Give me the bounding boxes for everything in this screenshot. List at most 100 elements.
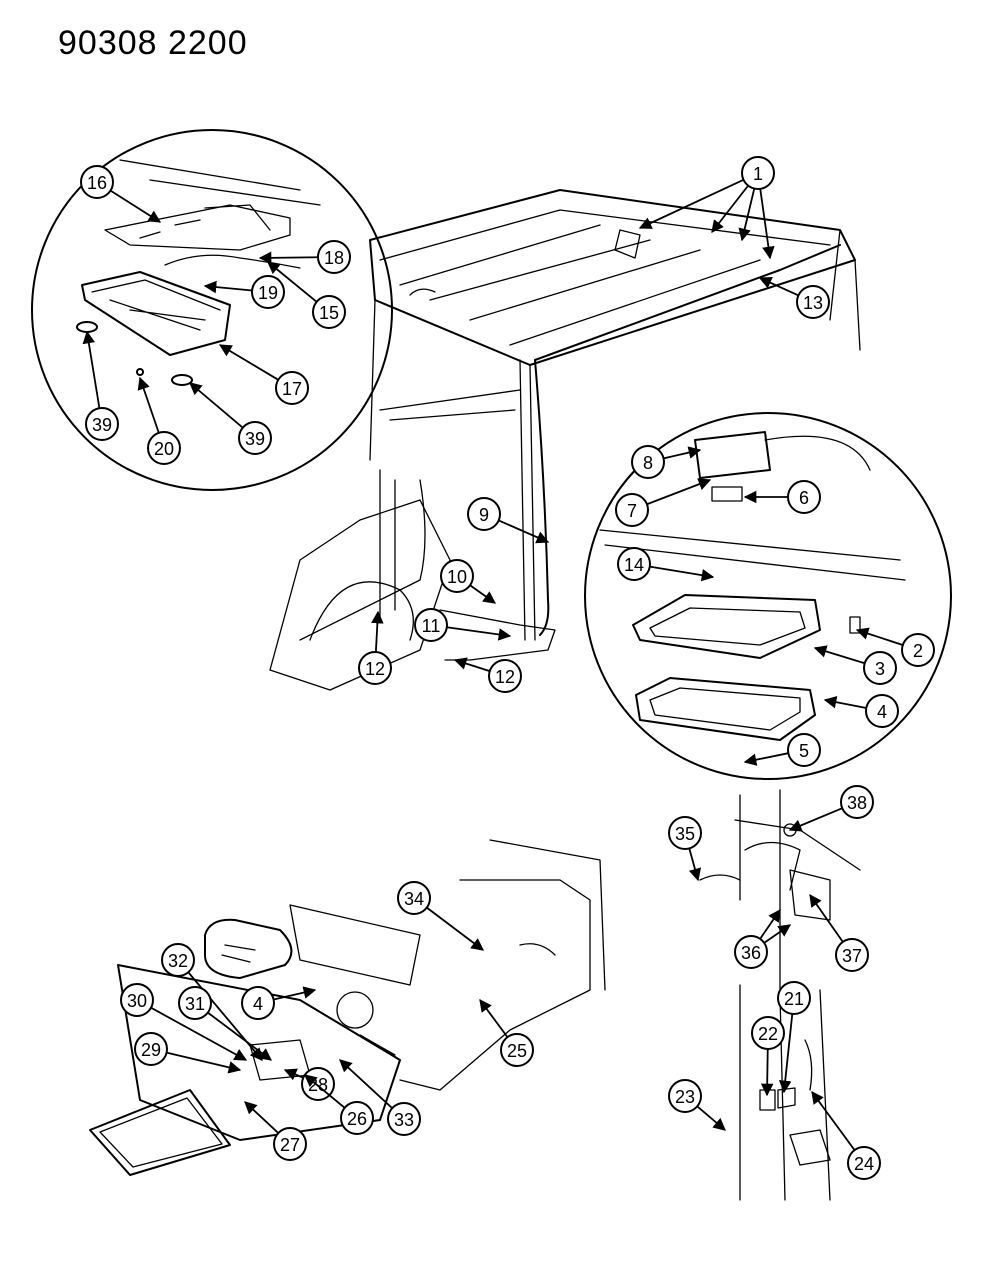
callout-bubble xyxy=(358,651,392,685)
callout-bubble xyxy=(85,407,119,441)
callout-39: 39 xyxy=(82,330,119,441)
callout-16: 16 xyxy=(80,165,162,223)
callout-bubble xyxy=(80,165,114,199)
callout-10: 10 xyxy=(440,559,497,604)
callout-23: 23 xyxy=(668,1079,726,1131)
callout-6: 6 xyxy=(743,480,821,514)
callout-leader xyxy=(187,971,263,1061)
callout-1: 1 xyxy=(638,156,775,260)
callout-number: 26 xyxy=(347,1109,367,1129)
callout-leader xyxy=(137,376,160,434)
callout-number: 35 xyxy=(675,824,695,844)
callout-number: 8 xyxy=(643,453,653,473)
callout-leader xyxy=(743,752,789,766)
callout-29: 29 xyxy=(134,1032,242,1074)
callout-bubble xyxy=(414,608,448,642)
callout-leader xyxy=(638,178,744,229)
callout-number: 2 xyxy=(913,641,923,661)
callout-number: 27 xyxy=(280,1135,300,1155)
callout-bubble xyxy=(312,295,346,329)
callout-number: 25 xyxy=(507,1041,527,1061)
callout-36: 36 xyxy=(734,908,792,969)
callout-leader xyxy=(446,626,512,641)
callout-20: 20 xyxy=(137,376,181,465)
callout-bubble xyxy=(238,421,272,455)
callout-number: 39 xyxy=(245,429,265,449)
callout-leader xyxy=(711,185,749,233)
cargo-lamp-detail xyxy=(584,412,952,780)
callout-bubble xyxy=(840,785,874,819)
callout-number: 33 xyxy=(394,1110,414,1130)
callout-number: 5 xyxy=(799,741,809,761)
callout-number: 17 xyxy=(282,379,302,399)
callout-number: 20 xyxy=(154,439,174,459)
callout-bubble xyxy=(275,371,309,405)
callout-leader xyxy=(207,1011,273,1061)
callout-12: 12 xyxy=(453,657,522,693)
callout-leader xyxy=(218,344,279,381)
callout-bubble xyxy=(777,981,811,1015)
callout-leader xyxy=(759,908,781,940)
callout-leader xyxy=(371,610,384,653)
callout-15: 15 xyxy=(267,261,346,329)
dome-lamp-detail xyxy=(31,129,393,491)
callout-26: 26 xyxy=(304,1074,374,1135)
callout-number: 3 xyxy=(875,659,885,679)
callout-number: 29 xyxy=(141,1040,161,1060)
callout-34: 34 xyxy=(397,881,485,951)
callout-bubble xyxy=(467,497,501,531)
callout-bubble xyxy=(668,1079,702,1113)
door-switch-subview xyxy=(739,984,831,1201)
callout-leader xyxy=(688,848,702,882)
callout-bubble xyxy=(340,1101,374,1135)
callout-18: 18 xyxy=(258,240,351,274)
callout-leader xyxy=(469,584,497,604)
callout-12: 12 xyxy=(358,610,392,685)
callout-number: 10 xyxy=(447,567,467,587)
callout-leader xyxy=(150,1006,248,1061)
callout-number: 31 xyxy=(185,994,205,1014)
callout-leader xyxy=(663,446,702,460)
callout-bubble xyxy=(178,986,212,1020)
callout-number: 13 xyxy=(803,293,823,313)
callout-28: 28 xyxy=(283,1067,335,1101)
callout-19: 19 xyxy=(203,275,285,309)
callout-bubble xyxy=(668,816,702,850)
callout-bubble xyxy=(147,431,181,465)
callout-24: 24 xyxy=(811,1090,881,1180)
callout-number: 39 xyxy=(92,415,112,435)
callout-3: 3 xyxy=(813,645,897,685)
callout-number: 38 xyxy=(847,793,867,813)
callout-31: 31 xyxy=(178,986,273,1061)
callout-9: 9 xyxy=(467,497,550,544)
callout-21: 21 xyxy=(777,981,811,1094)
callout-bubble xyxy=(865,694,899,728)
callout-leader xyxy=(110,189,162,223)
callout-number: 11 xyxy=(422,616,441,636)
callout-bubble xyxy=(847,1146,881,1180)
callout-number: 4 xyxy=(877,702,887,722)
callout-leader xyxy=(189,382,244,429)
callout-bubble xyxy=(440,559,474,593)
callout-number: 12 xyxy=(495,667,515,687)
callout-leader xyxy=(258,251,319,265)
callout-number: 18 xyxy=(324,248,344,268)
callout-leader xyxy=(283,1068,304,1081)
callout-bubble xyxy=(241,986,275,1020)
callout-bubble xyxy=(120,983,154,1017)
callout-number: 23 xyxy=(675,1087,695,1107)
callout-14: 14 xyxy=(617,547,715,582)
callout-number: 14 xyxy=(624,555,644,575)
callout-37: 37 xyxy=(809,893,869,972)
callout-leader xyxy=(203,280,253,294)
callout-number: 4 xyxy=(253,994,263,1014)
callout-number: 15 xyxy=(319,303,339,323)
callout-bubble xyxy=(787,480,821,514)
callout-leader xyxy=(479,998,509,1038)
callout-17: 17 xyxy=(218,344,309,405)
callout-leader xyxy=(453,657,491,672)
callout-leader xyxy=(855,627,904,646)
callout-bubble xyxy=(387,1102,421,1136)
callout-leader xyxy=(426,906,485,951)
callout-bubble xyxy=(488,659,522,693)
